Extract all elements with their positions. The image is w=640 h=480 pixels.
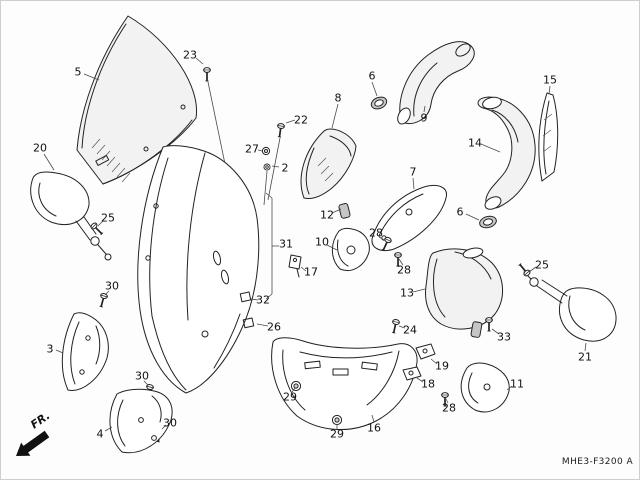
duct-joint-ring-top	[370, 96, 388, 110]
left-side-panel	[61, 312, 109, 391]
grommet-29-a	[290, 380, 302, 392]
upper-cowl	[137, 145, 260, 394]
washer-2	[263, 163, 271, 206]
screw-24	[389, 318, 401, 335]
left-mirror	[30, 171, 112, 261]
mount-cushion-lower	[470, 321, 483, 338]
screw-30-a	[97, 291, 109, 309]
duct-joint-ring-bottom	[479, 215, 497, 229]
washer-27	[261, 146, 271, 156]
grommet-29-b	[331, 414, 343, 426]
diagram-code-label: MHE3-F3200 A	[561, 457, 633, 467]
lower-center-cowl	[271, 337, 418, 430]
side-cover-11	[460, 362, 510, 413]
inner-duct-cover-left	[300, 128, 357, 199]
bolt-25-left	[89, 221, 106, 238]
air-duct-upper	[397, 41, 475, 125]
lower-left-panel	[109, 388, 173, 454]
screw-28-c	[440, 391, 450, 407]
screw-28-b	[393, 251, 403, 267]
bolt-33	[484, 316, 494, 332]
windscreen	[76, 15, 198, 185]
fr-label: FR.	[28, 409, 52, 431]
hook-17	[288, 254, 302, 278]
bolt-25-right	[516, 261, 532, 278]
stay-blade-right	[538, 92, 559, 182]
stay-18	[402, 366, 422, 381]
right-mirror	[523, 271, 617, 342]
leader-lines	[43, 57, 587, 432]
inner-panel-right	[371, 184, 447, 252]
air-duct-right	[477, 96, 536, 210]
stay-19	[415, 343, 436, 360]
center-bracket-10	[331, 227, 370, 271]
bolt-22	[267, 122, 286, 201]
range-bracket-31	[265, 192, 279, 300]
air-duct-lower	[425, 247, 503, 330]
fr-direction-arrow: FR.	[16, 409, 52, 456]
mount-cushion-12	[338, 203, 351, 219]
